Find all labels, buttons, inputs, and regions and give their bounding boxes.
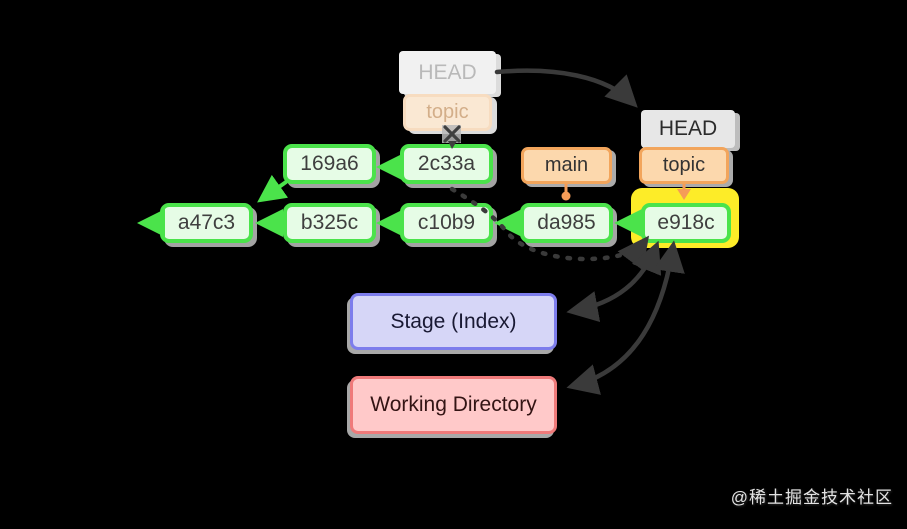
- commit-node-da985: da985: [520, 203, 613, 243]
- stage-index-label: Stage (Index): [390, 309, 517, 333]
- commit-id: da985: [537, 211, 596, 234]
- commit-node-c10b9: c10b9: [400, 203, 493, 243]
- head-text: HEAD: [658, 117, 718, 140]
- working-directory-label: Working Directory: [370, 393, 537, 416]
- edge-e918c-working-directory: [566, 240, 685, 395]
- main-branch-label: main: [521, 147, 612, 184]
- working-directory-box: Working Directory: [350, 376, 557, 434]
- commit-id: 2c33a: [417, 152, 476, 175]
- edge-e918c-stage: [566, 240, 662, 323]
- commit-id: c10b9: [417, 211, 476, 234]
- old-topic-branch-label: topic: [403, 94, 492, 131]
- main-pointer-dot: [561, 191, 571, 201]
- old-topic-text: topic: [426, 101, 469, 123]
- commit-node-a47c3: a47c3: [160, 203, 253, 243]
- main-text: main: [544, 154, 589, 176]
- commit-node-e918c: e918c: [641, 203, 731, 243]
- commit-node-169a6: 169a6: [283, 144, 376, 184]
- old-head-text: HEAD: [418, 60, 477, 84]
- edge-169a6-a47c3: [257, 174, 289, 203]
- topic-branch-label: topic: [639, 147, 729, 184]
- head-label: HEAD: [641, 110, 735, 148]
- topic-text: topic: [662, 154, 706, 176]
- stage-index-box: Stage (Index): [350, 293, 557, 350]
- commit-id: e918c: [657, 211, 715, 234]
- commit-id: 169a6: [300, 152, 359, 175]
- watermark: @稀土掘金技术社区: [730, 488, 893, 507]
- commit-id: b325c: [300, 211, 359, 234]
- commit-id: a47c3: [177, 211, 236, 234]
- commit-node-2c33a: 2c33a: [400, 144, 493, 184]
- old-head-label: HEAD: [399, 51, 496, 94]
- edge-head-move: [494, 68, 638, 108]
- commit-node-b325c: b325c: [283, 203, 376, 243]
